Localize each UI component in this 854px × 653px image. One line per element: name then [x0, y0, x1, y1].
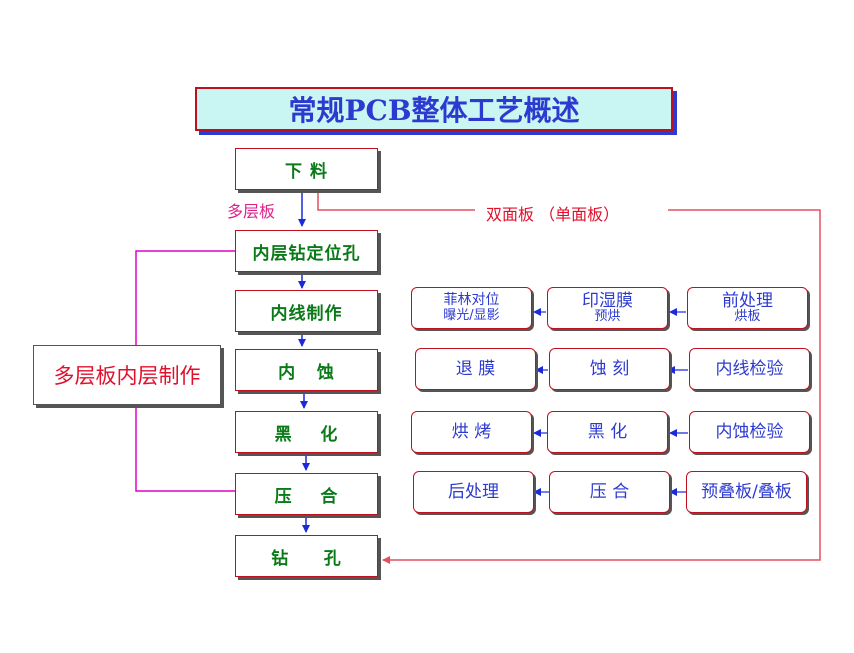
detail-line-inspect: 内线检验	[689, 348, 810, 390]
detail-etch-inspect: 内蚀检验	[689, 411, 810, 453]
detail-line1: 内蚀检验	[715, 421, 784, 442]
step-inner-etch: 内 蚀	[235, 349, 378, 391]
detail-layup: 预叠板/叠板	[686, 471, 807, 513]
step-cut: 下 料	[235, 148, 378, 190]
detail-line1: 后处理	[448, 481, 499, 502]
detail-dry-film: 印湿膜 预烘	[547, 287, 668, 329]
detail-bake: 烘 烤	[411, 411, 532, 453]
detail-line1: 前处理	[722, 290, 773, 311]
detail-line2: 烘板	[734, 309, 761, 325]
detail-line1: 退 膜	[455, 358, 496, 379]
step-inner-line: 内线制作	[235, 290, 378, 332]
detail-line1: 黑 化	[587, 421, 628, 442]
detail-line2: 预烘	[594, 309, 621, 325]
detail-press: 压 合	[549, 471, 670, 513]
detail-post: 后处理	[413, 471, 534, 513]
step-drill: 钻 孔	[235, 535, 378, 577]
detail-line1: 内线检验	[715, 358, 784, 379]
step-press: 压 合	[235, 473, 378, 515]
double-sided-bypass	[317, 190, 475, 211]
double-sided-bypass-right	[382, 209, 821, 564]
double-sided-branch-label: 双面板 （单面板）	[482, 201, 624, 225]
multilayer-branch-label: 多层板	[227, 202, 276, 221]
detail-strip: 退 膜	[415, 348, 536, 390]
detail-line1: 印湿膜	[582, 290, 633, 311]
detail-pretreat: 前处理 烘板	[687, 287, 808, 329]
detail-expose: 菲林对位 曝光/显影	[411, 287, 532, 329]
page-title: 常规PCB整体工艺概述	[195, 87, 673, 131]
multilayer-inner-label: 多层板内层制作	[33, 345, 221, 405]
detail-line1: 烘 烤	[451, 421, 492, 442]
detail-line2: 曝光/显影	[443, 307, 500, 323]
detail-line1: 预叠板/叠板	[701, 481, 792, 502]
detail-line1: 压 合	[589, 481, 630, 502]
detail-etch: 蚀 刻	[549, 348, 670, 390]
detail-line1: 菲林对位	[443, 292, 500, 309]
step-inner-drill: 内层钻定位孔	[235, 230, 378, 272]
step-blacken: 黑 化	[235, 411, 378, 453]
detail-line1: 蚀 刻	[589, 358, 630, 379]
detail-black: 黑 化	[547, 411, 668, 453]
